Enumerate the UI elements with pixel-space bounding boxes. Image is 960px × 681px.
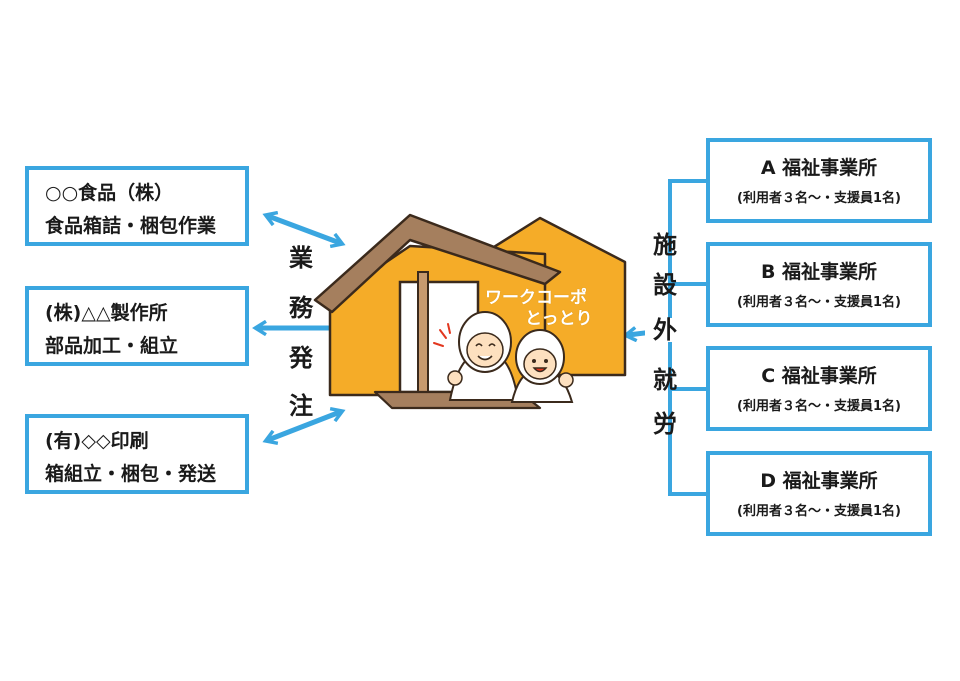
offsite-label-char: 労 [653, 410, 677, 438]
office-name: A 福祉事業所 [760, 157, 878, 179]
office-box-c: C 福祉事業所 (利用者３名〜・支援員1名) [706, 346, 932, 431]
office-name: C 福祉事業所 [761, 365, 877, 387]
order-label-char: 務 [289, 294, 313, 322]
office-box-b: B 福祉事業所 (利用者３名〜・支援員1名) [706, 242, 932, 327]
arrow-client-1 [268, 216, 340, 243]
office-name: B 福祉事業所 [760, 261, 878, 283]
client-box-1: ○○食品（株） 食品箱詰・梱包作業 [25, 166, 249, 246]
client-name: ○○食品（株） [45, 182, 174, 204]
office-box-a: A 福祉事業所 (利用者３名〜・支援員1名) [706, 138, 932, 223]
client-work: 箱組立・梱包・発送 [45, 463, 217, 485]
office-detail: (利用者３名〜・支援員1名) [737, 191, 901, 206]
client-name: (有)◇◇印刷 [45, 430, 149, 452]
client-box-2: (株)△△製作所 部品加工・組立 [25, 286, 249, 366]
offsite-label-char: 施 [653, 231, 677, 259]
client-work: 部品加工・組立 [45, 335, 179, 357]
office-box-d: D 福祉事業所 (利用者３名〜・支援員1名) [706, 451, 932, 536]
office-name: D 福祉事業所 [760, 470, 878, 492]
client-name: (株)△△製作所 [45, 302, 168, 324]
client-work: 食品箱詰・梱包作業 [45, 215, 217, 237]
office-detail: (利用者３名〜・支援員1名) [737, 399, 901, 414]
worker-left [433, 311, 520, 401]
offsite-label-char: 就 [653, 366, 677, 394]
office-detail: (利用者３名〜・支援員1名) [737, 295, 901, 310]
order-label-char: 注 [289, 392, 313, 420]
client-box-3: (有)◇◇印刷 箱組立・梱包・発送 [25, 414, 249, 494]
worker-right [510, 329, 574, 403]
brand-label-line1: ワークコーポ [485, 288, 587, 308]
offsite-work-label: 施 設 外 就 労 [645, 0, 685, 681]
order-label-char: 発 [289, 344, 313, 372]
order-label-char: 業 [289, 244, 313, 272]
order-label: 業 務 発 注 [281, 0, 321, 681]
office-detail: (利用者３名〜・支援員1名) [737, 504, 901, 519]
offsite-label-char: 外 [645, 318, 685, 342]
arrow-client-3 [268, 412, 340, 440]
brand-label-line2: とっとり [525, 309, 593, 329]
offsite-label-char: 設 [653, 271, 677, 299]
